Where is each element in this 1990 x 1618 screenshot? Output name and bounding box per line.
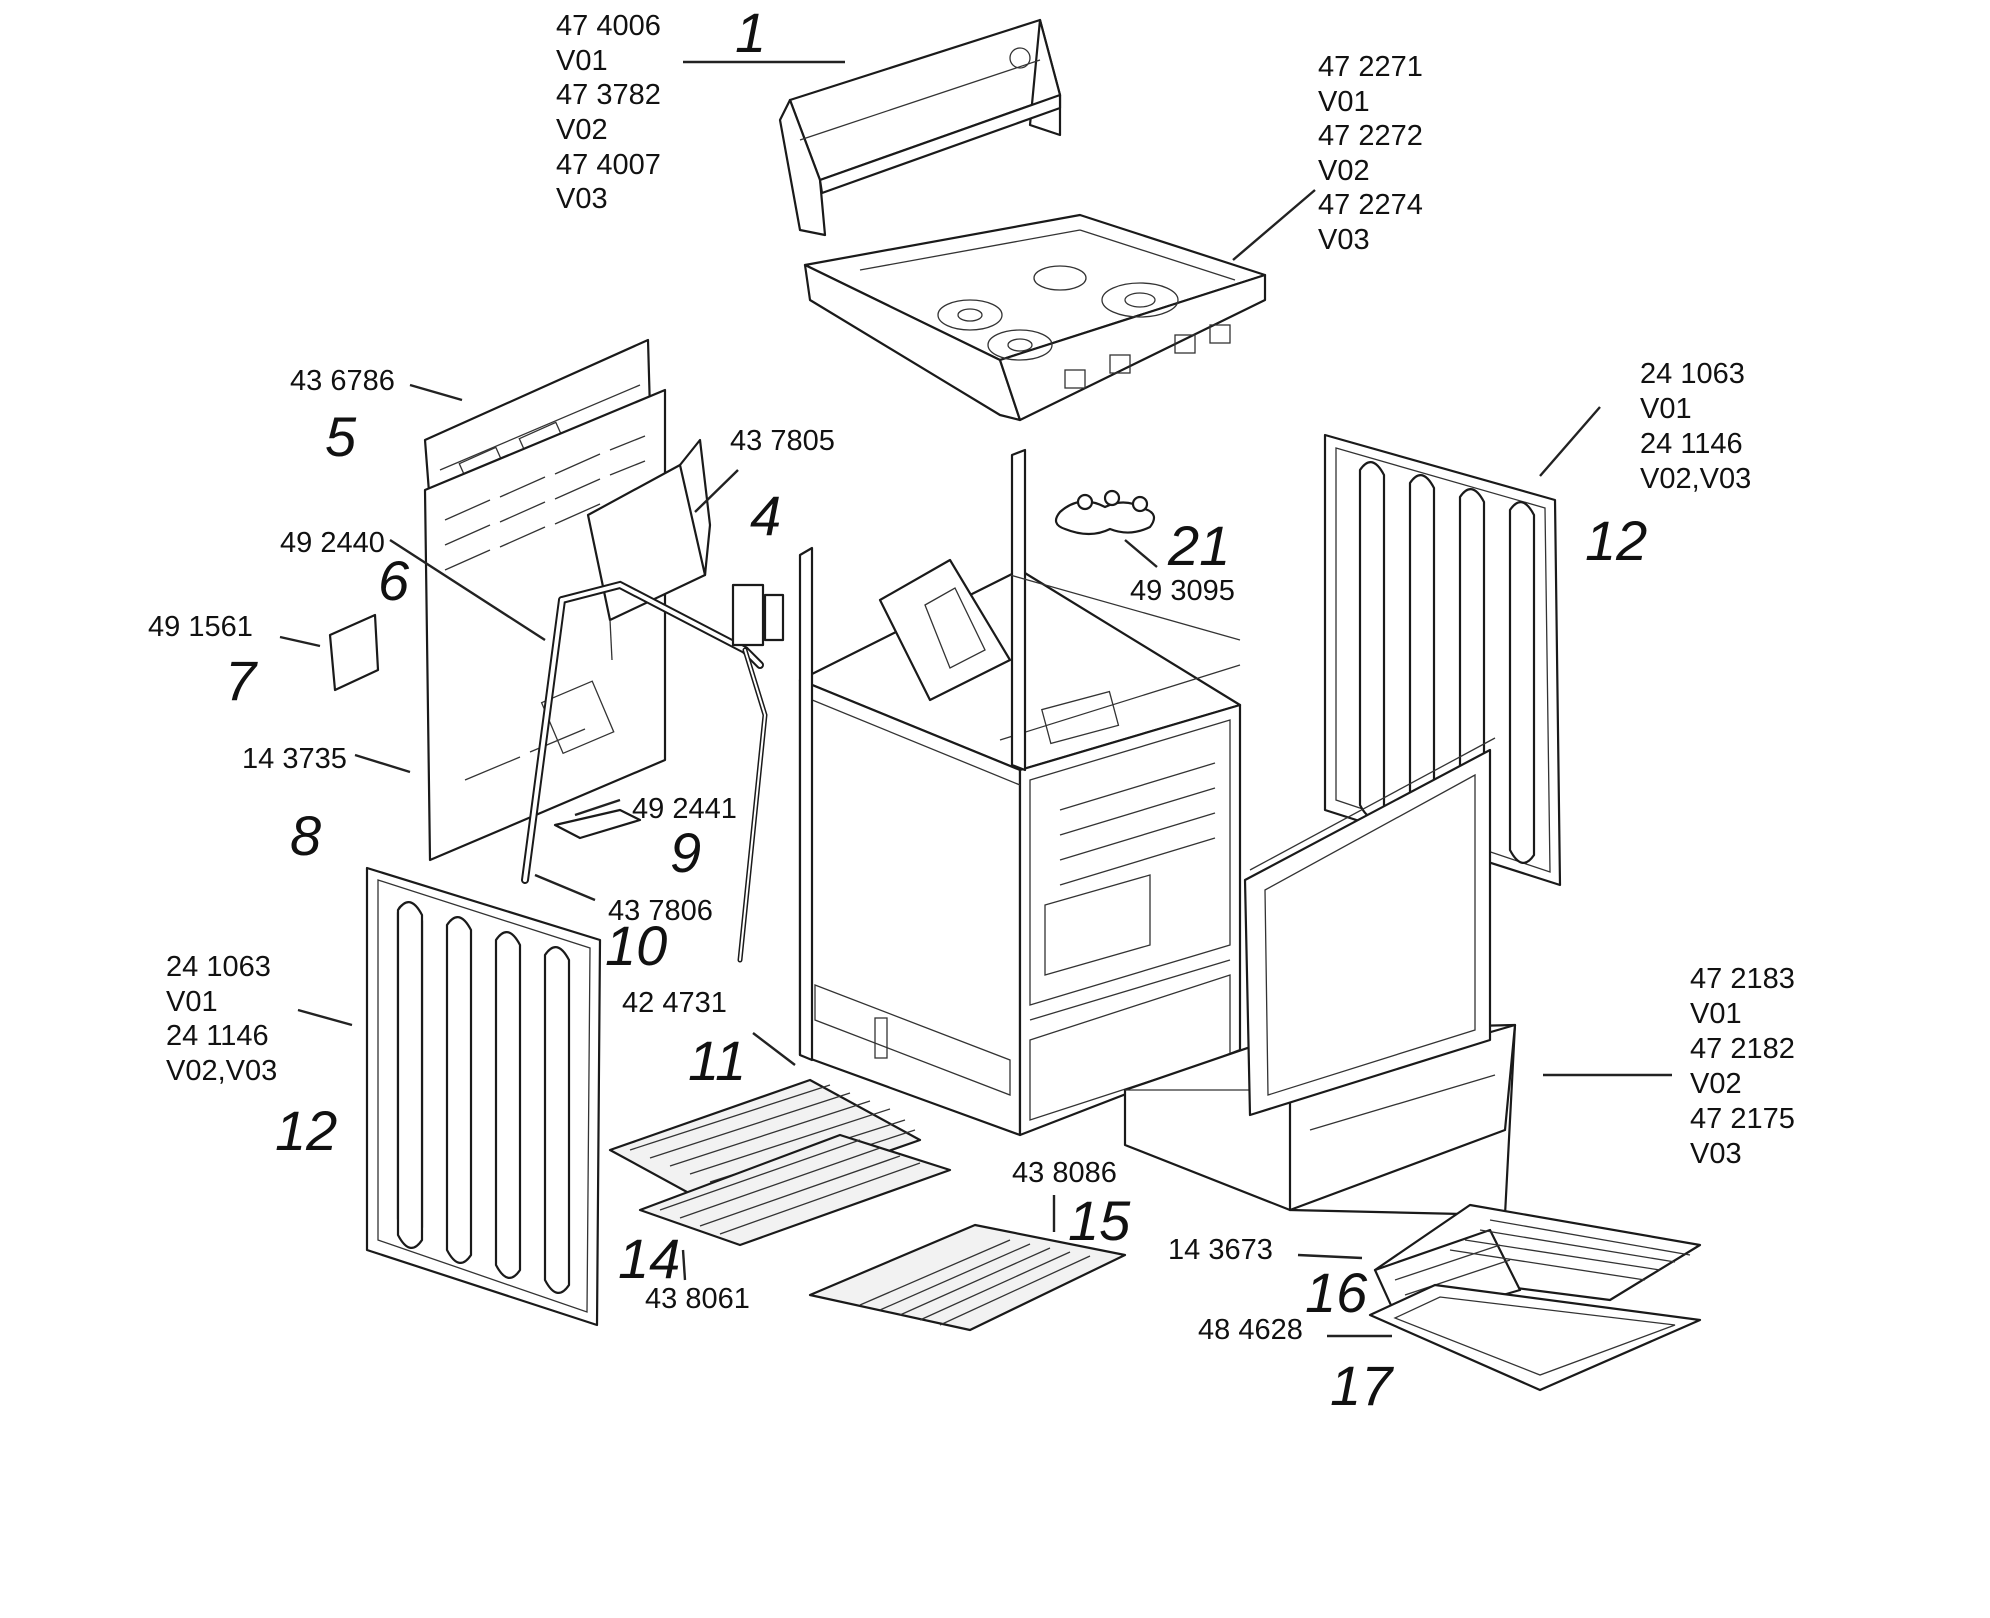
bracket[interactable]: [328, 613, 380, 692]
callout-11: 42 4731 11: [622, 987, 746, 1092]
backguard-panel[interactable]: [778, 18, 1062, 237]
callout-12-right: 24 1063 V01 24 1146 V02,V03 12: [1585, 358, 1751, 572]
part-number: 24 1146: [1640, 428, 1743, 460]
callout-21: 21 49 3095: [1130, 514, 1235, 607]
part-number: 47 4006: [556, 10, 661, 42]
callout-9: 49 2441 9: [632, 793, 737, 884]
part-number: 49 2441: [632, 793, 737, 825]
part-number: V01: [1640, 393, 1692, 425]
broiler-rack[interactable]: [808, 1223, 1127, 1332]
oven-rack-lower[interactable]: [638, 1133, 952, 1247]
callout-number: 15: [1068, 1189, 1131, 1252]
part-number: 47 2272: [1318, 120, 1423, 152]
part-number: 43 7805: [730, 425, 835, 457]
part-number: 48 4628: [1198, 1314, 1303, 1346]
part-number: V01: [556, 45, 608, 77]
part-number: 14 3673: [1168, 1234, 1273, 1266]
broiler-pan[interactable]: [1368, 1283, 1702, 1392]
gas-supply-tube[interactable]: [521, 580, 764, 884]
callout-number: 6: [378, 549, 410, 612]
callout-7: 49 1561 7: [148, 611, 258, 712]
part-number: 49 1561: [148, 611, 253, 643]
side-panel-right[interactable]: [1323, 433, 1562, 887]
part-number: 43 8086: [1012, 1157, 1117, 1189]
callout-number: 12: [275, 1099, 337, 1162]
callout-number: 7: [225, 649, 258, 712]
part-number: V03: [556, 183, 608, 215]
oven-door[interactable]: [1243, 737, 1496, 1117]
callout-number: 1: [735, 1, 766, 64]
callout-number: 4: [750, 484, 781, 547]
callout-5: 43 6786 5: [290, 365, 395, 468]
callout-8: 14 3735 8: [242, 743, 347, 867]
callout-10: 43 7806 10: [605, 895, 713, 977]
side-panel-left[interactable]: [365, 866, 602, 1327]
callout-12-left: 24 1063 V01 24 1146 V02,V03 12: [166, 951, 337, 1162]
callout-13: 47 2183 V01 47 2182 V02 47 2175 V03: [1690, 963, 1795, 1170]
part-number: 47 2175: [1690, 1103, 1795, 1135]
part-number: V02: [1318, 155, 1370, 187]
part-number: V03: [1690, 1138, 1742, 1170]
part-number: V02,V03: [1640, 463, 1751, 495]
callout-4: 43 7805 4: [730, 425, 835, 547]
heat-shield[interactable]: [586, 438, 712, 661]
part-number: V02,V03: [166, 1055, 277, 1087]
callout-number: 11: [688, 1029, 746, 1092]
callout-number: 17: [1330, 1354, 1394, 1417]
callout-15: 43 8086 15: [1012, 1157, 1131, 1252]
part-number: 24 1063: [1640, 358, 1745, 390]
part-number: V01: [166, 986, 218, 1018]
part-number: 49 3095: [1130, 575, 1235, 607]
part-number: V03: [1318, 224, 1370, 256]
callout-2: 47 2271 V01 47 2272 V02 47 2274 V03: [1318, 51, 1423, 256]
part-number: 42 4731: [622, 987, 727, 1019]
part-number: 47 3782: [556, 79, 661, 111]
callout-6: 49 2440 6: [280, 527, 410, 612]
callout-number: 10: [605, 914, 667, 977]
part-number: 47 2182: [1690, 1033, 1795, 1065]
part-number: V01: [1318, 86, 1370, 118]
callout-number: 21: [1167, 514, 1230, 577]
callout-1: 47 4006 V01 47 3782 V02 47 4007 V03 1: [556, 1, 766, 215]
part-number: 47 2274: [1318, 189, 1423, 221]
part-number: 43 8061: [645, 1283, 750, 1315]
part-number: V01: [1690, 998, 1742, 1030]
part-number: 24 1146: [166, 1020, 269, 1052]
callout-number: 9: [670, 821, 701, 884]
part-number: 49 2440: [280, 527, 385, 559]
part-number: V02: [556, 114, 608, 146]
part-number: V02: [1690, 1068, 1742, 1100]
part-number: 24 1063: [166, 951, 271, 983]
callout-number: 5: [325, 405, 357, 468]
callout-number: 16: [1305, 1261, 1368, 1324]
part-number: 43 6786: [290, 365, 395, 397]
callout-number: 8: [290, 804, 321, 867]
orifice-bracket[interactable]: [553, 808, 642, 840]
callout-17: 48 4628 17: [1198, 1314, 1394, 1417]
part-number: 43 7806: [608, 895, 713, 927]
cooktop[interactable]: [803, 213, 1267, 422]
callout-number: 12: [1585, 509, 1647, 572]
callout-16: 14 3673 16: [1168, 1234, 1368, 1324]
callout-number: 14: [618, 1227, 680, 1290]
oven-body[interactable]: [798, 448, 1242, 1137]
callout-14: 14 43 8061: [618, 1227, 750, 1315]
gas-line[interactable]: [731, 583, 785, 963]
gas-valve-assembly[interactable]: [1054, 489, 1156, 536]
part-number: 47 2183: [1690, 963, 1795, 995]
part-number: 14 3735: [242, 743, 347, 775]
part-number: 47 4007: [556, 149, 661, 181]
leader-lines: [279, 60, 1672, 1338]
part-number: 47 2271: [1318, 51, 1423, 83]
